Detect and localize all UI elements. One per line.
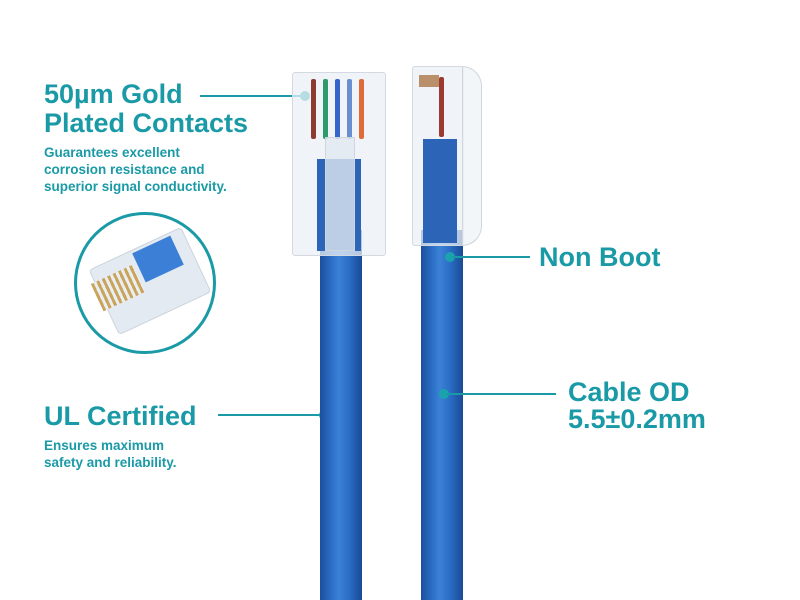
connector-closeup-image — [74, 212, 216, 354]
od-callout-dot — [439, 389, 449, 399]
contacts-title-line1: 50µm Gold — [44, 79, 183, 109]
contacts-title-line2: Plated Contacts — [44, 108, 249, 138]
ul-desc-line1: Ensures maximum — [44, 438, 165, 453]
contacts-desc-line2: corrosion resistance and — [44, 162, 205, 177]
ul-desc-line2: safety and reliability. — [44, 455, 177, 470]
ul-callout-line — [218, 414, 326, 416]
cable-right — [421, 230, 463, 600]
contacts-desc-line1: Guarantees excellent — [44, 145, 180, 160]
od-callout-line — [446, 393, 556, 395]
od-title-line2: 5.5±0.2mm — [568, 404, 706, 434]
latch-clip — [462, 66, 482, 246]
cable-left — [320, 230, 362, 600]
contacts-desc-line3: superior signal conductivity. — [44, 179, 227, 194]
connector-side — [412, 66, 464, 246]
contacts-callout-line — [200, 95, 304, 97]
ul-title: UL Certified — [44, 401, 197, 431]
boot-callout-line — [452, 256, 530, 258]
connector-front — [292, 72, 386, 256]
boot-callout-dot — [445, 252, 455, 262]
boot-title: Non Boot — [539, 242, 661, 272]
od-title-line1: Cable OD — [568, 377, 690, 407]
